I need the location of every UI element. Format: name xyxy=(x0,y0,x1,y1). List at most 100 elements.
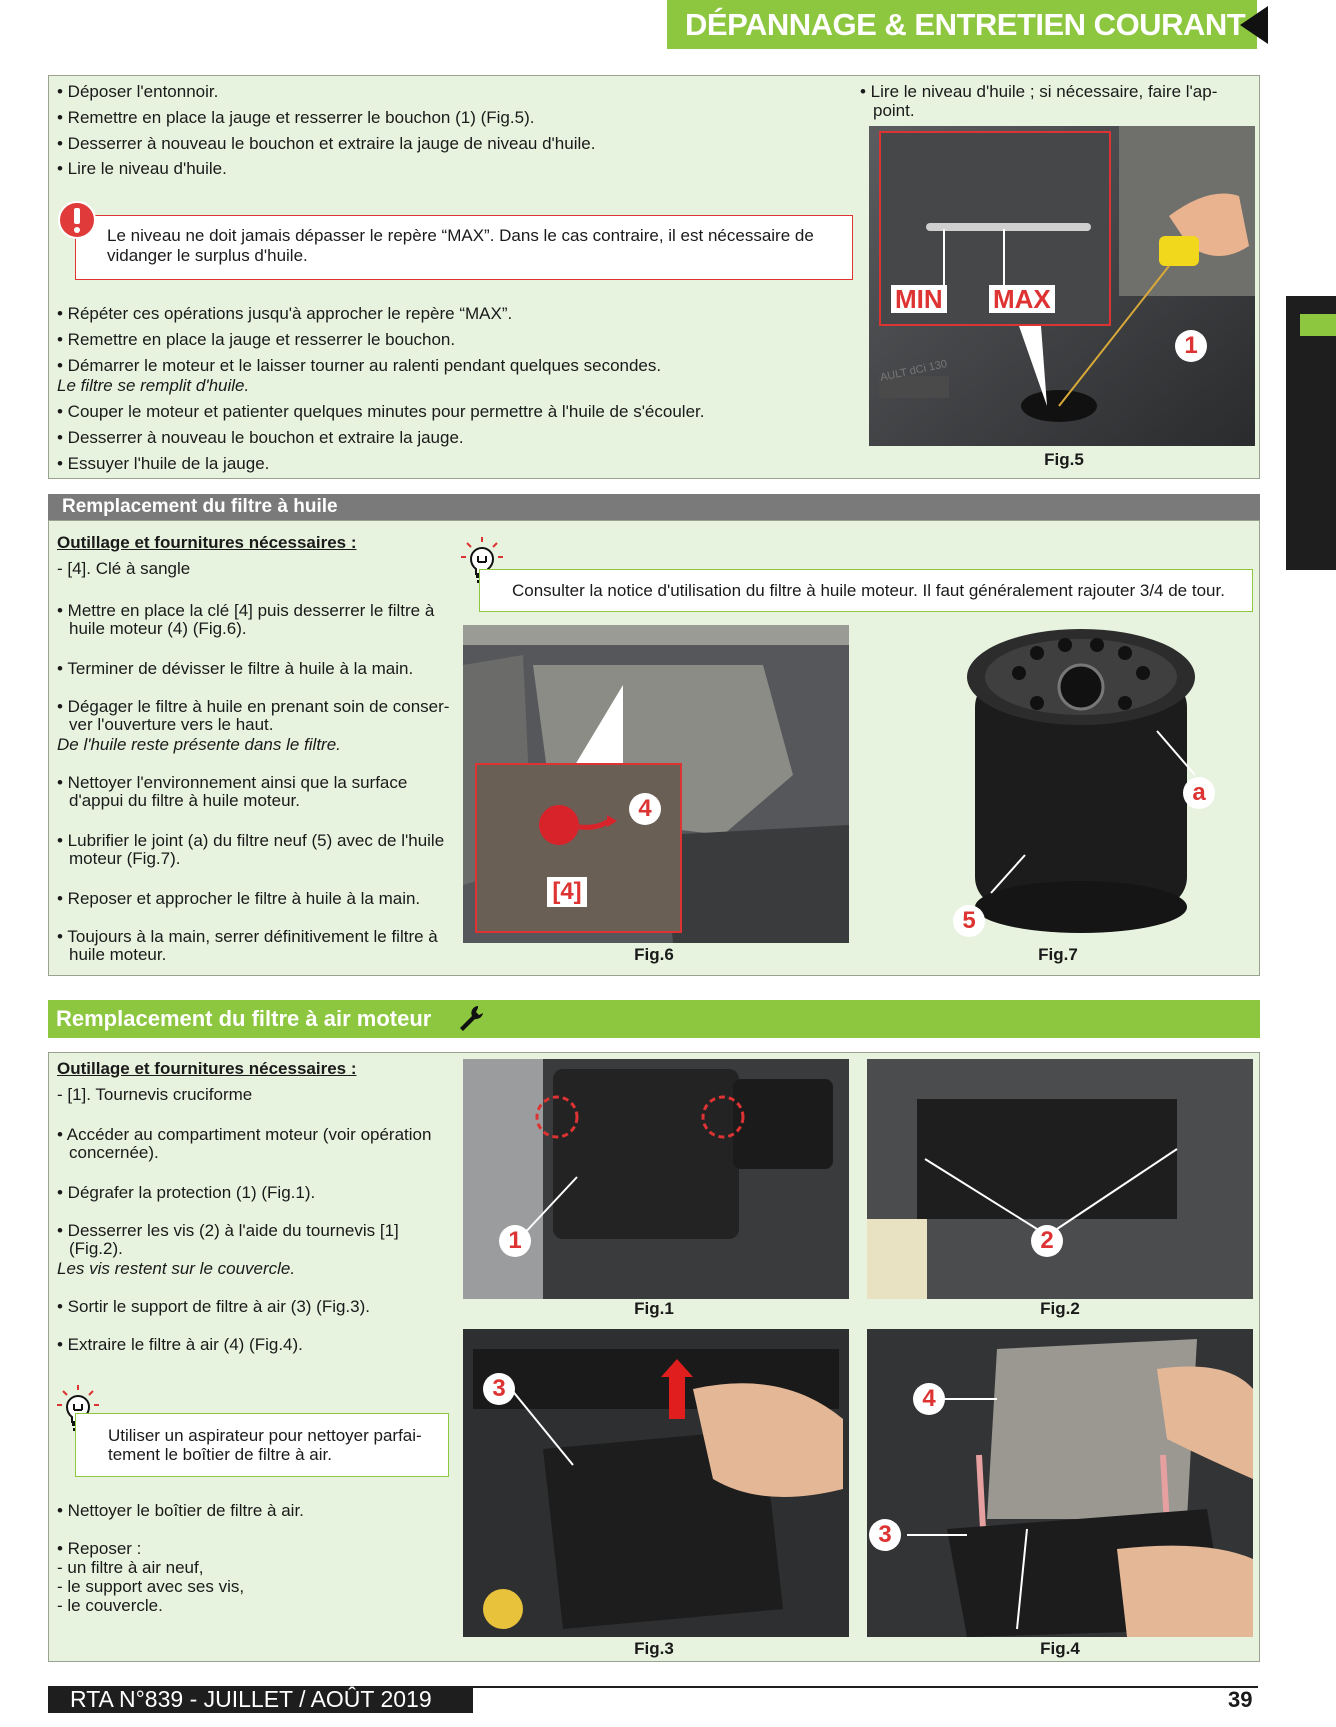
bullet-text: • Déposer l'entonnoir. xyxy=(57,82,219,101)
fig7-caption: Fig.7 xyxy=(1038,945,1078,964)
step-text: concernée). xyxy=(69,1143,159,1162)
fig5-caption: Fig.5 xyxy=(1044,450,1084,469)
fig5-pointer xyxy=(1019,326,1047,406)
step-text: • Dégager le filtre à huile en prenant s… xyxy=(57,697,450,716)
tip-text: tement le boîtier de filtre à air. xyxy=(108,1445,332,1464)
bullet-text: • Couper le moteur et patienter quelques… xyxy=(57,402,705,421)
step-text: huile moteur (4) (Fig.6). xyxy=(69,619,247,638)
step-text: - le support avec ses vis, xyxy=(57,1577,245,1596)
section-title-text: Remplacement du filtre à air moteur xyxy=(56,1006,432,1031)
tip-box: Consulter la notice d'utilisation du fil… xyxy=(479,569,1253,612)
fig7-callout-5: 5 xyxy=(953,905,985,937)
fig7-callout-a: a xyxy=(1183,777,1215,809)
fig5-callout-1: 1 xyxy=(1175,330,1207,362)
tool-item: - [4]. Clé à sangle xyxy=(57,559,191,578)
step-text: • Nettoyer l'environnement ainsi que la … xyxy=(57,773,408,792)
step-text: • Terminer de dévisser le filtre à huile… xyxy=(57,659,414,678)
bullet-text: • Lire le niveau d'huile ; si nécessaire… xyxy=(860,82,1218,101)
fig4-callout-4: 4 xyxy=(913,1383,945,1415)
fig3-caption: Fig.3 xyxy=(634,1639,674,1658)
step-text: • Nettoyer le boîtier de filtre à air. xyxy=(57,1501,304,1520)
step-text: • Reposer et approcher le filtre à huile… xyxy=(57,889,421,908)
step-text: moteur (Fig.7). xyxy=(69,849,181,868)
bullet-text: • Répéter ces opérations jusqu'à approch… xyxy=(57,304,513,323)
side-thumb-tab xyxy=(1286,296,1336,570)
fig6-pointer xyxy=(575,685,623,765)
fig6-caption: Fig.6 xyxy=(634,945,674,964)
dipstick-graphic xyxy=(926,223,1091,231)
step-text: • Desserrer les vis (2) à l'aide du tour… xyxy=(57,1221,399,1240)
fig4-callout-3: 3 xyxy=(869,1519,901,1551)
italic-note: Les vis restent sur le couvercle. xyxy=(57,1259,296,1278)
tools-heading: Outillage et fournitures nécessaires : xyxy=(57,1059,357,1078)
step-text: - un filtre à air neuf, xyxy=(57,1558,204,1577)
fig1-photo: 1 xyxy=(463,1059,849,1299)
fig6-tool-label: [4] xyxy=(547,877,587,907)
fig4-caption: Fig.4 xyxy=(1040,1639,1080,1658)
step-text: • Reposer : xyxy=(57,1539,142,1558)
bullet-text: • Remettre en place la jauge et resserre… xyxy=(57,108,535,127)
fig1-callout-1: 1 xyxy=(499,1225,531,1257)
tip-text: Utiliser un aspirateur pour nettoyer par… xyxy=(108,1426,422,1445)
wrench-icon xyxy=(460,1006,483,1031)
warning-box: Le niveau ne doit jamais dépasser le rep… xyxy=(75,215,853,280)
fig3-photo: 3 xyxy=(463,1329,849,1637)
tools-heading: Outillage et fournitures nécessaires : xyxy=(57,533,357,552)
bullet-text: • Démarrer le moteur et le laisser tourn… xyxy=(57,356,662,375)
warning-exclamation-icon xyxy=(58,201,96,239)
step-text: ver l'ouverture vers le haut. xyxy=(69,715,274,734)
oil-filter-graphic xyxy=(539,805,579,845)
bullet-text: • Essuyer l'huile de la jauge. xyxy=(57,454,270,473)
step-text: • Extraire le filtre à air (4) (Fig.4). xyxy=(57,1335,303,1354)
step-text: • Toujours à la main, serrer définitivem… xyxy=(57,927,438,946)
tool-item: - [1]. Tournevis cruciforme xyxy=(57,1085,253,1104)
rotation-arrow-icon xyxy=(578,815,617,830)
fig5-photo: AULT dCi 130 MIN MAX 1 xyxy=(869,126,1255,446)
section-header-title: DÉPANNAGE & ENTRETIEN COURANT xyxy=(667,0,1257,49)
bullet-text: • Desserrer à nouveau le bouchon et extr… xyxy=(57,428,464,447)
step-text: • Dégrafer la protection (1) (Fig.1). xyxy=(57,1183,316,1202)
step-text: • Accéder au compartiment moteur (voir o… xyxy=(57,1125,432,1144)
footer-issue: RTA N°839 - JUILLET / AOÛT 2019 xyxy=(48,1686,473,1713)
step-text: • Mettre en place la clé [4] puis desser… xyxy=(57,601,435,620)
oil-filter-panel: Outillage et fournitures nécessaires : -… xyxy=(48,520,1260,976)
fig2-caption: Fig.2 xyxy=(1040,1299,1080,1318)
side-thumb-accent xyxy=(1300,314,1336,336)
footer-rule xyxy=(48,1686,1258,1688)
fig5-min-label: MIN xyxy=(891,285,947,313)
italic-note: De l'huile reste présente dans le filtre… xyxy=(57,735,341,754)
fig6-inset: [4] xyxy=(475,763,682,933)
italic-note: Le filtre se remplit d'huile. xyxy=(57,376,250,395)
fig2-callout-2: 2 xyxy=(1031,1225,1063,1257)
step-text: • Lubrifier le joint (a) du filtre neuf … xyxy=(57,831,445,850)
fig6-callout-4: 4 xyxy=(629,793,661,825)
fig3-callout-3: 3 xyxy=(483,1373,515,1405)
header-arrow-icon xyxy=(1240,6,1268,44)
bullet-text: point. xyxy=(873,101,915,120)
tip-text: Consulter la notice d'utilisation du fil… xyxy=(512,581,1225,600)
fig4-photo: 4 3 xyxy=(867,1329,1253,1637)
warning-text: Le niveau ne doit jamais dépasser le rep… xyxy=(107,226,814,245)
fig6-photo: [4] 4 xyxy=(463,625,849,943)
bullet-text: • Remettre en place la jauge et resserre… xyxy=(57,330,456,349)
bullet-text: • Lire le niveau d'huile. xyxy=(57,159,227,178)
fig7-oil-filter-image xyxy=(967,629,1196,933)
section-title-air-filter: Remplacement du filtre à air moteur xyxy=(48,1000,1260,1038)
bullet-text: • Desserrer à nouveau le bouchon et extr… xyxy=(57,134,596,153)
step-text: • Sortir le support de filtre à air (3) … xyxy=(57,1297,370,1316)
page-number: 39 xyxy=(1228,1687,1253,1712)
fig2-photo: 2 xyxy=(867,1059,1253,1299)
air-filter-panel: Outillage et fournitures nécessaires : -… xyxy=(48,1052,1260,1662)
max-mark xyxy=(1003,229,1005,287)
fig5-max-label: MAX xyxy=(989,285,1055,313)
tip-box: Utiliser un aspirateur pour nettoyer par… xyxy=(75,1413,449,1477)
step-text: d'appui du filtre à huile moteur. xyxy=(69,791,301,810)
step-text: huile moteur. xyxy=(69,945,167,964)
warning-text: vidanger le surplus d'huile. xyxy=(107,246,308,265)
step-text: - le couvercle. xyxy=(57,1596,163,1615)
oil-level-panel: • Déposer l'entonnoir. • Remettre en pla… xyxy=(48,75,1260,479)
fig1-caption: Fig.1 xyxy=(634,1299,674,1318)
min-mark xyxy=(943,229,945,287)
step-text: (Fig.2). xyxy=(69,1239,123,1258)
section-title-oil-filter: Remplacement du filtre à huile xyxy=(48,494,1260,520)
